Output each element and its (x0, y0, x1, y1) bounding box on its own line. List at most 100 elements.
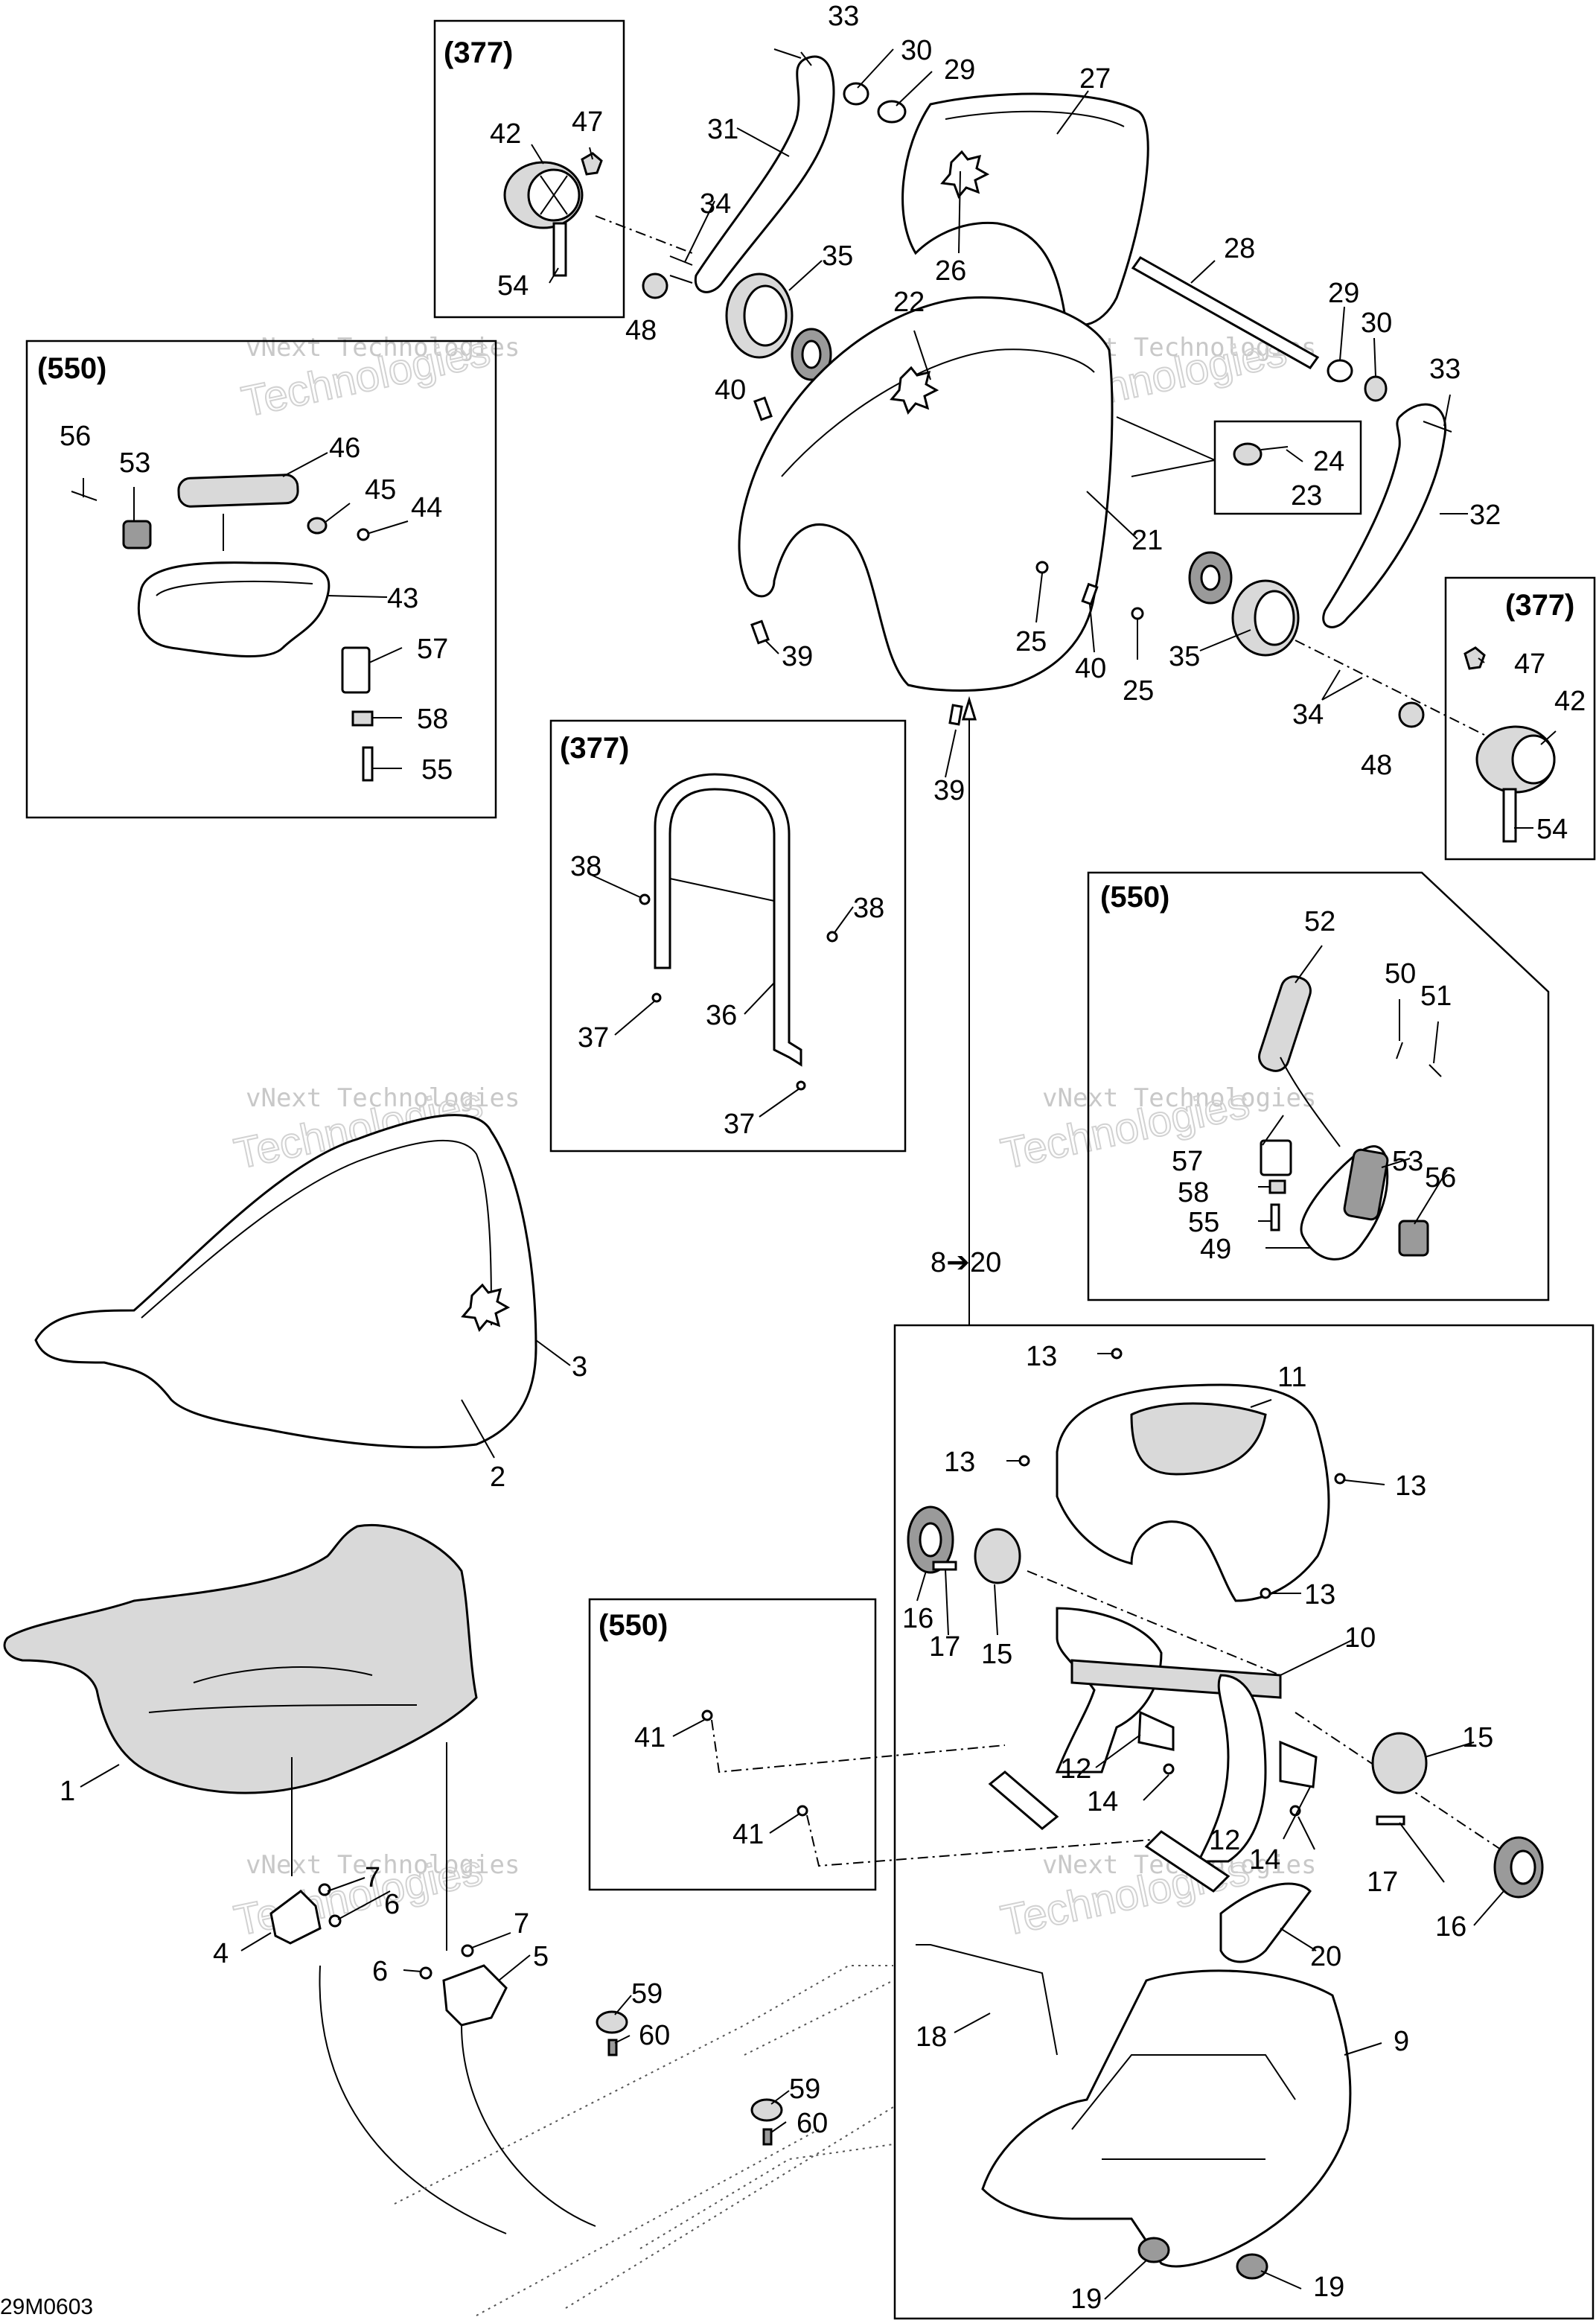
part-grip-52 (1258, 975, 1312, 1072)
part-pin-40-left (753, 396, 773, 421)
option-box-377-top (433, 19, 625, 319)
callout-58: 58 (1178, 1177, 1209, 1208)
callout-34: 34 (1292, 699, 1324, 730)
callout-16: 16 (902, 1603, 933, 1634)
callout-46: 46 (329, 433, 360, 464)
part-seat-2 (34, 1114, 537, 1449)
part-hinge-35-left (725, 273, 794, 359)
part-nut-37-right (796, 1080, 806, 1091)
callout-41: 41 (634, 1722, 665, 1753)
callout-25: 25 (1123, 675, 1154, 707)
part-plate-15-right (1371, 1732, 1428, 1794)
part-nut-60-top (607, 2039, 618, 2056)
callout-55: 55 (421, 754, 453, 785)
callout-43: 43 (387, 583, 418, 614)
callout-56: 56 (1425, 1162, 1456, 1194)
callout-10: 10 (1344, 1622, 1376, 1654)
part-cap-42-right (1475, 725, 1556, 794)
callout-39: 39 (782, 641, 813, 672)
callout-18: 18 (916, 2021, 947, 2053)
callout-60: 60 (639, 2020, 670, 2051)
part-pin-54-top (552, 222, 567, 277)
part-bearing-16-left (907, 1505, 954, 1574)
part-nut-48-right (1398, 701, 1425, 728)
callout-29: 29 (944, 54, 975, 86)
maple-leaf-logo-icon (940, 150, 990, 199)
part-nut-14-left (1163, 1763, 1175, 1775)
callout-labels: 33 30 29 27 31 34 35 26 22 28 29 30 33 2… (60, 1, 1586, 2315)
callout-11: 11 (1277, 1362, 1306, 1393)
option-box-label: (550) (37, 352, 106, 385)
leader-line (806, 1814, 1162, 1867)
part-screw-13-right (1334, 1473, 1346, 1485)
part-clip-47-right (1463, 646, 1486, 670)
callout-53: 53 (1392, 1146, 1423, 1177)
part-washer-6-top (328, 1914, 342, 1928)
part-nut-7-bottom (461, 1944, 474, 1957)
callout-60: 60 (797, 2108, 828, 2139)
option-box-label: (550) (598, 1609, 668, 1642)
callout-5: 5 (533, 1941, 549, 1972)
callout-29: 29 (1328, 278, 1359, 309)
part-seat-base-1 (3, 1524, 478, 1794)
callout-48: 48 (625, 315, 657, 346)
callout-57: 57 (417, 634, 448, 665)
part-frame-10-right (1196, 1674, 1267, 1863)
watermark-text: vNext Technologies (246, 333, 520, 363)
part-nut-60-bottom (762, 2128, 773, 2146)
callout-12: 12 (1060, 1753, 1091, 1785)
part-storage-compartment (1130, 1402, 1267, 1476)
callout-7: 7 (514, 1908, 529, 1940)
arrowhead-icon (961, 695, 977, 721)
callout-6: 6 (384, 1889, 400, 1920)
part-bracket-5 (442, 1964, 508, 2027)
axis-line (1295, 640, 1504, 745)
callout-21: 21 (1131, 525, 1163, 556)
callout-38: 38 (853, 893, 884, 924)
callout-17: 17 (1367, 1867, 1398, 1898)
callout-59: 59 (631, 1978, 663, 2010)
part-screw-38-right (826, 931, 838, 943)
callout-22: 22 (893, 287, 925, 318)
callout-59: 59 (789, 2074, 820, 2105)
callout-9: 9 (1394, 2026, 1409, 2057)
assembly-arrow (461, 2024, 596, 2227)
callout-57: 57 (1172, 1146, 1203, 1177)
part-nut-48-top (642, 273, 668, 299)
part-bearing-16-right (1493, 1836, 1544, 1899)
part-console-11 (1056, 1383, 1330, 1602)
callout-7: 7 (365, 1862, 380, 1893)
callout-13: 13 (1304, 1579, 1335, 1610)
part-nut-7-top (318, 1883, 331, 1896)
part-bracket-12-right (1279, 1740, 1318, 1788)
part-bracket-32 (1322, 403, 1446, 628)
callout-53: 53 (119, 447, 150, 479)
callout-30: 30 (1361, 307, 1392, 339)
option-box-label: (550) (1100, 881, 1169, 914)
part-screw-50 (1396, 1042, 1403, 1059)
callout-2: 2 (490, 1462, 505, 1493)
part-pin-39-bottom (948, 704, 963, 726)
option-box-label: (377) (444, 36, 513, 69)
callout-37: 37 (724, 1109, 755, 1140)
part-bolt-17-left (932, 1561, 957, 1571)
part-latch-56-right (1398, 1220, 1429, 1257)
callout-34: 34 (700, 188, 731, 220)
parts-drawings (3, 48, 1556, 2316)
callout-47: 47 (572, 106, 603, 138)
option-box-label: (377) (560, 732, 629, 765)
callout-49: 49 (1200, 1234, 1231, 1265)
part-fastener-25 (1035, 561, 1049, 574)
part-bearing-left (791, 328, 832, 381)
chassis-outline (639, 1980, 894, 2249)
part-fastener-25-right (1131, 607, 1144, 620)
callout-15: 15 (981, 1639, 1012, 1670)
leader-lines (80, 48, 1557, 2300)
assembly-box-frame (893, 1324, 1595, 2320)
part-bumper-59-top (596, 2010, 628, 2034)
callout-6: 6 (372, 1956, 388, 1987)
part-seat-21 (738, 296, 1114, 692)
part-frame-10-left (1055, 1607, 1163, 1774)
callout-55: 55 (1188, 1207, 1219, 1238)
part-screw-51 (1429, 1064, 1442, 1077)
